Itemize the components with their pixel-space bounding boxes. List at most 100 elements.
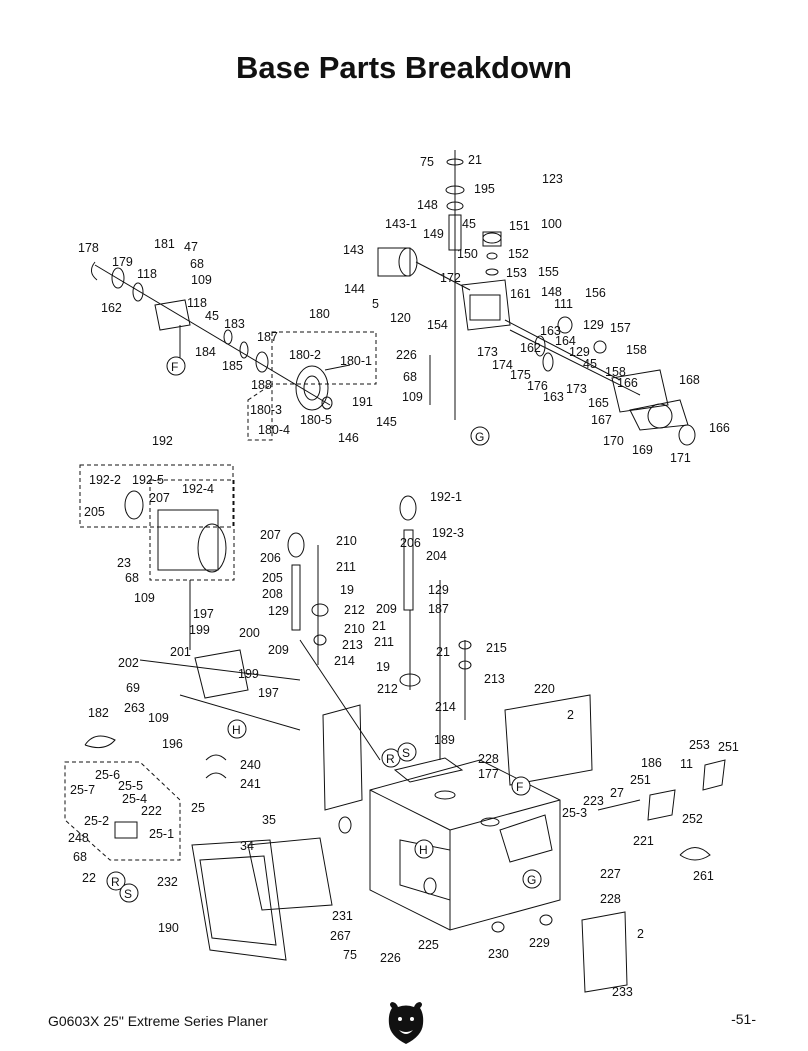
part-number-label: 123 bbox=[542, 172, 563, 186]
part-number-label: 149 bbox=[423, 227, 444, 241]
part-number-label: 175 bbox=[510, 368, 531, 382]
part-number-label: 221 bbox=[633, 834, 654, 848]
part-number-label: 253 bbox=[689, 738, 710, 752]
part-number-label: 180-2 bbox=[289, 348, 321, 362]
part-number-label: 109 bbox=[191, 273, 212, 287]
part-number-label: 209 bbox=[268, 643, 289, 657]
callout-s-cabinet: S bbox=[402, 746, 410, 760]
part-number-label: 208 bbox=[262, 587, 283, 601]
part-number-label: 211 bbox=[336, 560, 356, 574]
part-number-label: 192-5 bbox=[132, 473, 164, 487]
part-number-label: 145 bbox=[376, 415, 397, 429]
footer-page-number: -51- bbox=[731, 1011, 756, 1027]
callout-g-cabinet: G bbox=[527, 873, 536, 887]
part-number-label: 2 bbox=[637, 927, 644, 941]
part-number-label: 226 bbox=[380, 951, 401, 965]
part-number-label: 184 bbox=[195, 345, 216, 359]
part-number-label: 129 bbox=[268, 604, 289, 618]
part-number-label: 229 bbox=[529, 936, 550, 950]
part-number-label: 27 bbox=[610, 786, 624, 800]
part-number-label: 251 bbox=[630, 773, 651, 787]
part-number-label: 143-1 bbox=[385, 217, 417, 231]
part-number-label: 205 bbox=[84, 505, 105, 519]
part-number-label: 21 bbox=[372, 619, 386, 633]
part-number-label: 166 bbox=[709, 421, 730, 435]
part-number-label: 192-1 bbox=[430, 490, 462, 504]
part-number-label: 225 bbox=[418, 938, 439, 952]
part-number-label: 188 bbox=[251, 378, 272, 392]
part-number-label: 152 bbox=[508, 247, 529, 261]
part-number-label: 23 bbox=[117, 556, 131, 570]
part-number-label: 25-2 bbox=[84, 814, 109, 828]
part-number-label: 47 bbox=[184, 240, 198, 254]
part-number-label: 211 bbox=[374, 635, 394, 649]
part-number-label: 34 bbox=[240, 839, 254, 853]
part-number-label: 182 bbox=[88, 706, 109, 720]
callout-g-upper: G bbox=[475, 430, 484, 444]
part-number-label: 200 bbox=[239, 626, 260, 640]
part-number-label: 75 bbox=[420, 155, 434, 169]
part-number-label: 25-4 bbox=[122, 792, 147, 806]
part-number-label: 158 bbox=[626, 343, 647, 357]
part-number-label: 181 bbox=[154, 237, 175, 251]
part-number-label: 232 bbox=[157, 875, 178, 889]
part-number-label: 192-2 bbox=[89, 473, 121, 487]
part-number-label: 241 bbox=[240, 777, 261, 791]
part-number-label: 19 bbox=[376, 660, 390, 674]
part-number-label: 129 bbox=[569, 345, 590, 359]
part-number-label: 209 bbox=[376, 602, 397, 616]
part-number-label: 2 bbox=[567, 708, 574, 722]
part-number-label: 210 bbox=[344, 622, 365, 636]
part-number-label: 151 bbox=[509, 219, 530, 233]
part-number-label: 191 bbox=[352, 395, 373, 409]
part-number-label: 166 bbox=[617, 376, 638, 390]
part-number-label: 129 bbox=[583, 318, 604, 332]
part-number-label: 215 bbox=[486, 641, 507, 655]
part-number-label: 11 bbox=[680, 757, 693, 771]
part-number-label: 144 bbox=[344, 282, 365, 296]
part-number-label: 207 bbox=[260, 528, 281, 542]
part-number-label: 227 bbox=[600, 867, 621, 881]
part-number-label: 179 bbox=[112, 255, 133, 269]
part-number-label: 240 bbox=[240, 758, 261, 772]
part-number-label: 263 bbox=[124, 701, 145, 715]
part-number-label: 21 bbox=[468, 153, 482, 167]
part-number-label: 153 bbox=[506, 266, 527, 280]
footer-model-text: G0603X 25" Extreme Series Planer bbox=[48, 1013, 268, 1029]
part-number-label: 150 bbox=[457, 247, 478, 261]
part-number-label: 156 bbox=[585, 286, 606, 300]
part-number-label: 69 bbox=[126, 681, 140, 695]
part-number-label: 109 bbox=[402, 390, 423, 404]
callout-s-lower: S bbox=[124, 887, 132, 901]
part-number-label: 192-3 bbox=[432, 526, 464, 540]
part-number-label: 204 bbox=[426, 549, 447, 563]
part-number-label: 75 bbox=[343, 948, 357, 962]
part-number-label: 146 bbox=[338, 431, 359, 445]
part-number-label: 167 bbox=[591, 413, 612, 427]
part-number-label: 199 bbox=[238, 667, 259, 681]
part-number-label: 35 bbox=[262, 813, 276, 827]
part-number-label: 195 bbox=[474, 182, 495, 196]
part-number-label: 205 bbox=[262, 571, 283, 585]
callout-h-cabinet: H bbox=[419, 843, 428, 857]
part-number-label: 187 bbox=[257, 330, 278, 344]
part-number-label: 187 bbox=[428, 602, 449, 616]
part-number-label: 45 bbox=[583, 357, 597, 371]
callout-h-middle: H bbox=[232, 723, 241, 737]
part-number-label: 154 bbox=[427, 318, 448, 332]
page-title: Base Parts Breakdown bbox=[236, 50, 572, 85]
part-number-label: 68 bbox=[125, 571, 139, 585]
part-number-label: 228 bbox=[600, 892, 621, 906]
part-number-label: 173 bbox=[566, 382, 587, 396]
part-number-label: 168 bbox=[679, 373, 700, 387]
callout-f-cabinet: F bbox=[516, 780, 523, 794]
part-number-label: 129 bbox=[428, 583, 449, 597]
part-number-label: 162 bbox=[520, 341, 541, 355]
part-number-label: 201 bbox=[170, 645, 191, 659]
part-number-label: 212 bbox=[344, 603, 365, 617]
part-number-label: 163 bbox=[540, 324, 561, 338]
part-number-label: 220 bbox=[534, 682, 555, 696]
part-number-label: 222 bbox=[141, 804, 162, 818]
part-number-label: 25-5 bbox=[118, 779, 143, 793]
